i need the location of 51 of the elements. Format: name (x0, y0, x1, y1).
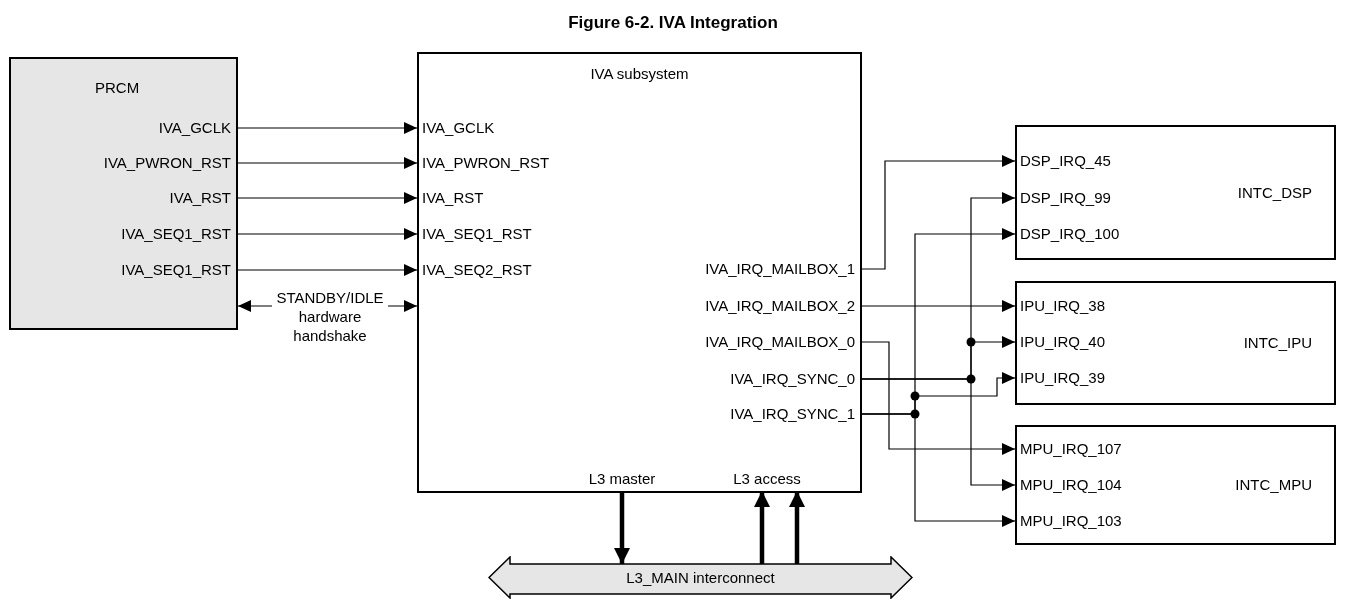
module-title: PRCM (95, 78, 140, 98)
signal-label: IVA_IRQ_SYNC_1 (662, 404, 862, 424)
signal-label: IVA_IRQ_MAILBOX_2 (642, 296, 862, 316)
signal-arrow (237, 157, 418, 169)
controller-box (1015, 281, 1336, 405)
signal-label: IVA_PWRON_RST (60, 153, 238, 173)
signal-arrow (861, 155, 1016, 270)
bus-arrow (614, 491, 630, 564)
signal-label: IVA_SEQ1_RST (417, 224, 577, 244)
signal-label: IPU_IRQ_38 (1015, 296, 1155, 316)
signal-label: IVA_IRQ_SYNC_0 (662, 369, 862, 389)
signal-arrow (237, 228, 418, 240)
signal-label: DSP_IRQ_99 (1015, 188, 1155, 208)
signal-label: IVA_IRQ_MAILBOX_0 (642, 332, 862, 352)
signal-arrow (237, 264, 418, 276)
bus-arrow (789, 491, 805, 564)
signal-arrow (861, 300, 1016, 312)
signal-label: IVA_IRQ_MAILBOX_1 (642, 259, 862, 279)
signal-arrow (861, 378, 1016, 491)
signal-label: IPU_IRQ_40 (1015, 332, 1155, 352)
signal-label: DSP_IRQ_45 (1015, 151, 1155, 171)
figure-title: Figure 6-2. IVA Integration (568, 12, 778, 34)
module-box (9, 57, 238, 330)
signal-label: DSP_IRQ_100 (1015, 224, 1155, 244)
controller-title: INTC_MPU (1235, 474, 1312, 495)
signal-arrow (237, 122, 418, 134)
signal-label: IVA_GCLK (100, 118, 238, 138)
signal-label: IVA_RST (100, 188, 238, 208)
signal-label: IVA_SEQ2_RST (417, 260, 577, 280)
interconnect-bus: L3_MAIN interconnect (488, 556, 913, 599)
signal-arrow (237, 192, 418, 204)
controller-box (1015, 125, 1336, 260)
signal-arrow (861, 413, 1016, 527)
controller-title: INTC_DSP (1237, 182, 1312, 203)
signal-label: IPU_IRQ_39 (1015, 368, 1155, 388)
signal-label: IVA_SEQ1_RST (80, 260, 238, 280)
signal-label: IVA_SEQ1_RST (80, 224, 238, 244)
signal-label: IVA_GCLK (417, 118, 577, 138)
bus-arrow (754, 491, 770, 564)
signal-label: MPU_IRQ_107 (1015, 439, 1155, 459)
controller-box (1015, 425, 1336, 545)
subsystem-box (417, 52, 862, 493)
controller-title: INTC_IPU (1243, 332, 1312, 353)
signal-label: MPU_IRQ_104 (1015, 475, 1155, 495)
subsystem-title: IVA subsystem (590, 64, 689, 84)
signal-label: MPU_IRQ_103 (1015, 511, 1155, 531)
signal-label: IVA_RST (417, 188, 577, 208)
signal-label: IVA_PWRON_RST (417, 153, 607, 173)
port-label: L3 access (722, 468, 812, 491)
port-label: L3 master (572, 468, 672, 491)
signal-arrow (861, 341, 1016, 455)
